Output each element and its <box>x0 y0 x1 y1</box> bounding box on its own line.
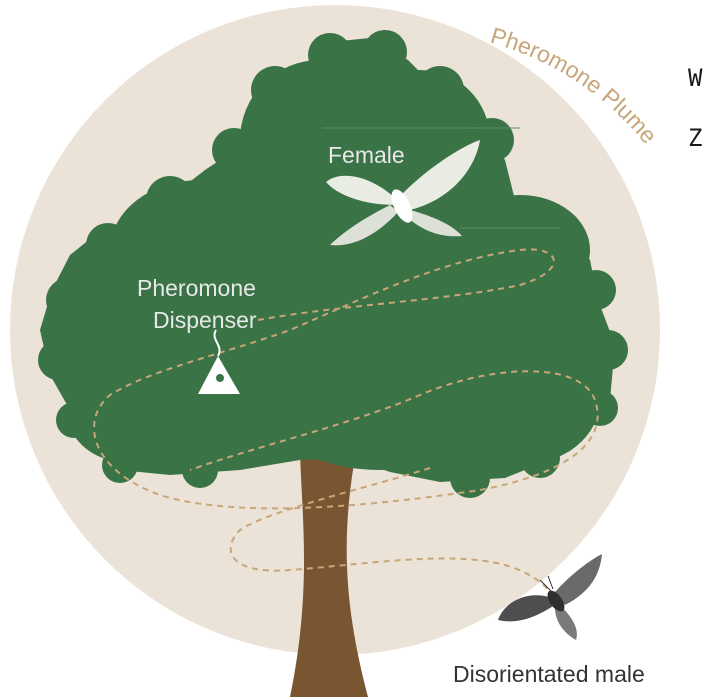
dispenser-label-line1: Pheromone <box>137 275 256 301</box>
dispenser-label-line2: Dispenser <box>153 307 257 333</box>
side-text-letter-2: Z <box>688 124 702 152</box>
disorientated-male-label: Disorientated male <box>453 661 645 687</box>
side-text-letter-1: W <box>688 64 702 92</box>
female-label: Female <box>328 142 405 168</box>
